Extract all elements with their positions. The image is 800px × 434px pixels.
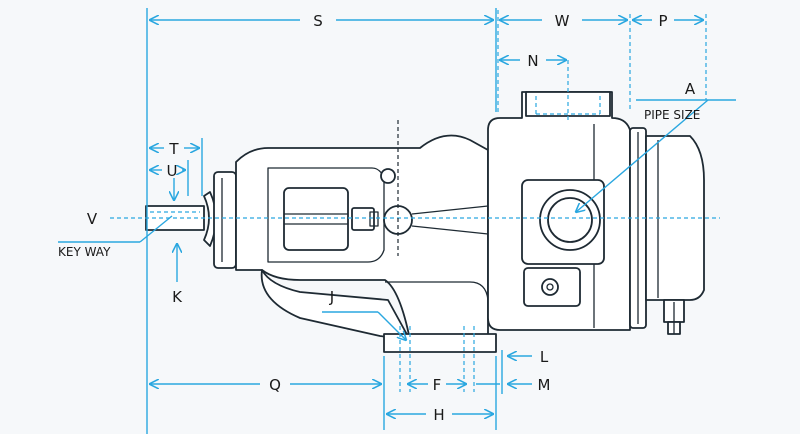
bracket-window [267, 167, 385, 263]
leader-A [576, 99, 709, 212]
label-key-way: KEY WAY [58, 245, 111, 259]
mounting-flange [213, 171, 237, 269]
label-P: P [658, 12, 667, 30]
label-V: V [87, 210, 98, 228]
label-W: W [555, 12, 570, 30]
label-K: K [172, 288, 183, 306]
label-T: T [168, 140, 179, 158]
leader-keyway [139, 215, 173, 243]
label-U: U [167, 162, 178, 180]
dimension-lines [58, 8, 736, 434]
coupling-block [283, 187, 349, 251]
label-M: M [538, 376, 551, 394]
relief-valve [645, 135, 705, 301]
pump-outline [145, 91, 705, 353]
base-plate [383, 333, 497, 353]
label-A: A [685, 80, 696, 98]
label-N: N [527, 52, 538, 70]
drain-plug [541, 278, 559, 296]
label-Q: Q [269, 376, 281, 394]
label-F: F [433, 376, 442, 394]
label-pipe-size: PIPE SIZE [644, 108, 700, 122]
label-H: H [433, 406, 444, 424]
label-L: L [540, 348, 549, 366]
label-J: J [329, 288, 334, 306]
label-S: S [313, 12, 323, 30]
dimension-labels: S W P N A PIPE SIZE T U V KEY WAY K J L … [58, 12, 700, 424]
coupling-connector [351, 207, 375, 231]
centerlines [110, 10, 720, 392]
